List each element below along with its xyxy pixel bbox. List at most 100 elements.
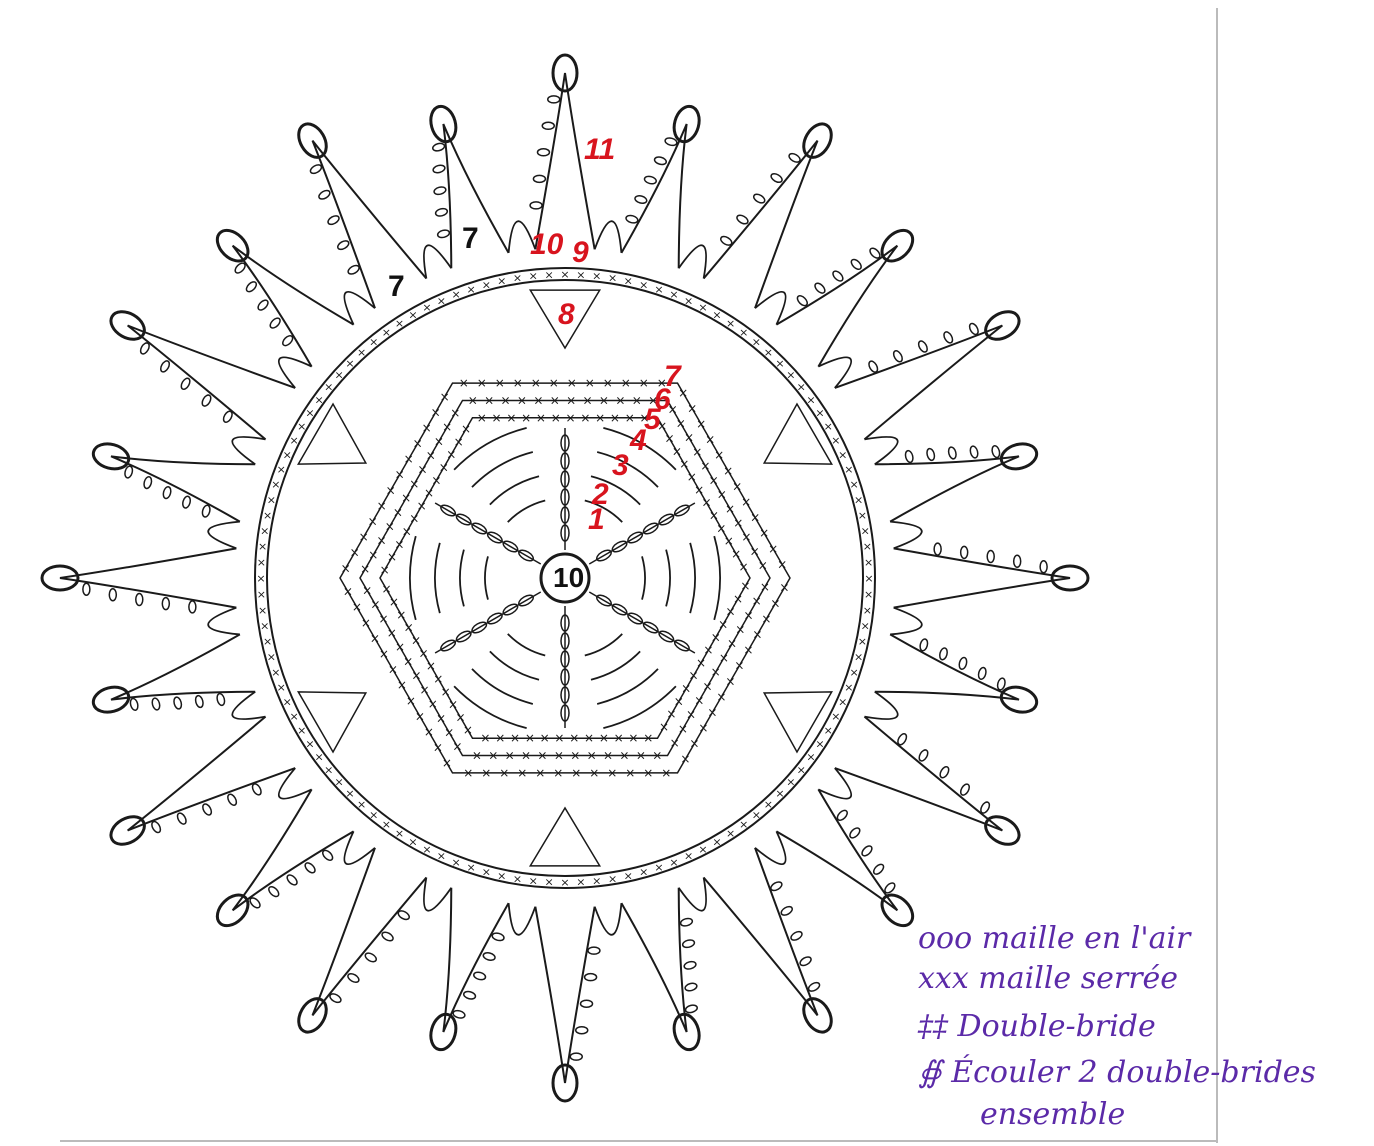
single-crochet-mark: × [741,530,751,544]
single-crochet-mark: × [379,612,389,626]
arc-stitch [591,651,640,679]
single-crochet-mark: × [608,872,617,885]
single-crochet-mark: × [554,731,564,745]
chain-stitch [109,589,116,601]
single-crochet-mark: × [433,741,443,755]
chain-stitch [917,340,929,354]
single-crochet-mark: × [831,710,840,723]
single-crochet-mark: × [698,721,708,735]
chain-stitch [533,175,545,182]
single-crochet-mark: × [661,766,671,780]
outer-spike [128,326,296,440]
single-crochet-mark: × [436,711,446,725]
single-crochet-mark: × [256,572,265,585]
single-crochet-mark: × [370,631,380,645]
chain-stitch [634,195,647,205]
chain-stitch [934,543,941,555]
single-crochet-mark: × [413,437,423,451]
chain-stitch [979,801,991,815]
single-crochet-mark: × [446,448,456,462]
arc-stitch [714,536,720,620]
single-crochet-mark: × [698,301,707,314]
chain-stitch [435,207,448,217]
single-crochet-mark: × [544,876,553,889]
single-crochet-mark: × [726,827,735,840]
single-crochet-mark: × [271,666,280,679]
chain-stitch [752,193,766,205]
arc-stitch [508,500,545,522]
single-crochet-mark: × [484,393,494,407]
single-crochet-mark: × [403,654,413,668]
chain-stitch [162,598,169,610]
single-crochet-mark: × [726,317,735,330]
chain-stitch [850,258,863,271]
single-crochet-mark: × [850,478,859,491]
outer-spike [233,789,354,910]
chain-stitch [735,213,749,225]
round-label-8: 8 [558,298,575,332]
arch-stitch [424,877,451,910]
single-crochet-mark: × [806,751,815,764]
single-crochet-mark: × [786,369,795,382]
single-crochet-mark: × [434,434,444,448]
chain-stitch [991,445,1001,458]
single-crochet-mark: × [854,493,863,506]
chain-stitch [581,1000,593,1007]
chain-stitch [1040,561,1047,573]
outer-spike [535,907,594,1083]
single-crochet-mark: × [692,445,702,459]
single-crochet-mark: × [585,376,595,390]
single-crochet-mark: × [497,869,506,882]
single-crochet-mark: × [368,514,378,528]
single-crochet-mark: × [492,411,502,425]
chain-stitch [463,990,476,1000]
chain-stitch [530,202,542,209]
single-crochet-mark: × [553,766,563,780]
single-crochet-mark: × [350,546,360,560]
chain-stitch [397,909,411,921]
chain-stitch [780,905,794,917]
single-crochet-mark: × [696,417,706,431]
single-crochet-mark: × [850,666,859,679]
single-crochet-mark: × [761,612,771,626]
chain-stitch [585,974,597,981]
chain-stitch [938,765,950,779]
single-crochet-mark: × [733,516,743,530]
single-crochet-mark: × [752,336,761,349]
chain-stitch [222,410,234,424]
single-crochet-mark: × [258,604,267,617]
chain-stitch [542,122,554,129]
single-crochet-mark: × [450,406,460,420]
chain-stitch [180,377,192,391]
chain-stitch [883,881,896,894]
chain-stitch [159,359,171,373]
arch-stitch [232,692,265,719]
outer-spike [621,888,686,1032]
chain-stitch [644,175,657,185]
chain-stitch [327,214,341,226]
single-crochet-mark: × [684,431,694,445]
single-crochet-mark: × [779,581,789,595]
single-crochet-mark: × [775,357,784,370]
single-crochet-mark: × [343,585,353,599]
legend-chain-stitch: ooo maille en l'air [918,924,1190,954]
chain-stitch [328,992,342,1004]
single-crochet-mark: × [431,473,441,487]
chain-stitch [939,647,949,660]
single-crochet-mark: × [711,665,721,679]
arch-stitch [208,522,240,549]
single-crochet-mark: × [727,637,737,651]
single-crochet-mark: × [694,693,704,707]
single-crochet-mark: × [550,393,560,407]
chain-stitch [136,594,143,606]
single-crochet-mark: × [379,647,389,661]
single-crochet-mark: × [734,659,744,673]
single-crochet-mark: × [864,556,873,569]
single-crochet-mark: × [806,393,815,406]
single-crochet-mark: × [712,309,721,322]
chain-stitch [685,1004,698,1014]
outer-spike [60,548,236,607]
single-crochet-mark: × [455,710,465,724]
legend-decrease: ∯ Écouler 2 double-brides [918,1058,1316,1088]
single-crochet-mark: × [764,346,773,359]
